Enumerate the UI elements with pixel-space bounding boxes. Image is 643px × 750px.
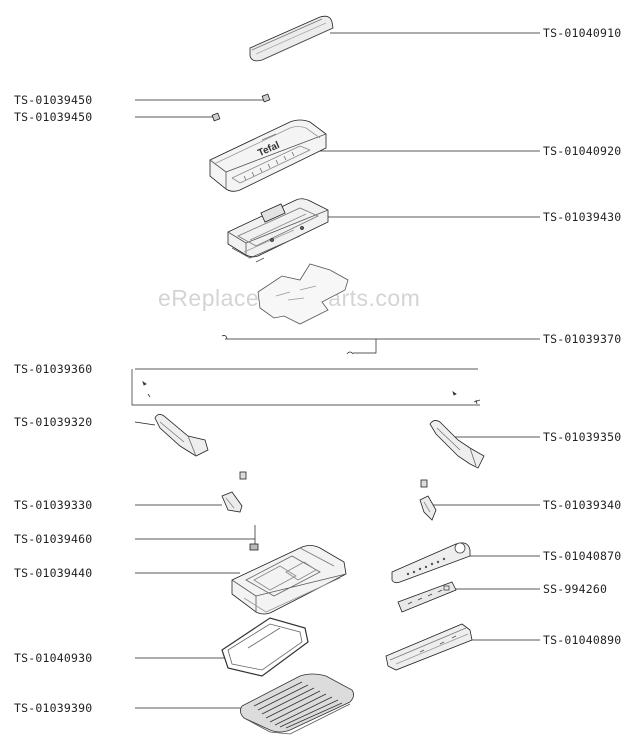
part-right-latch-plate bbox=[419, 495, 437, 521]
label-ts-01039360: TS-01039360 bbox=[14, 362, 93, 376]
label-ts-01040870: TS-01040870 bbox=[543, 549, 622, 563]
part-sensor bbox=[249, 525, 259, 551]
leader-lines bbox=[131, 32, 540, 709]
part-grill-plate bbox=[240, 673, 354, 735]
part-right-hinge-arm bbox=[429, 420, 485, 469]
label-ts-01040920: TS-01040920 bbox=[543, 144, 622, 158]
part-insulation-sheet bbox=[257, 263, 349, 325]
part-handle-bar bbox=[249, 15, 334, 62]
part-gasket-frame bbox=[221, 617, 309, 677]
part-fasteners bbox=[142, 381, 481, 405]
label-ts-01040910: TS-01040910 bbox=[543, 26, 622, 40]
part-top-lid: Tefal bbox=[209, 119, 327, 192]
leader-ts-01039370-branch bbox=[353, 339, 377, 354]
label-ts-01039440: TS-01039440 bbox=[14, 566, 93, 580]
part-left-latch-plate bbox=[221, 491, 243, 513]
part-inner-assembly bbox=[227, 198, 329, 263]
leader-ts-01039360-bracket bbox=[131, 369, 480, 406]
label-ts-01039340: TS-01039340 bbox=[543, 498, 622, 512]
label-ss-994260: SS-994260 bbox=[543, 582, 608, 596]
label-ts-01039450-a: TS-01039450 bbox=[14, 93, 93, 107]
part-wire-clips bbox=[221, 335, 354, 355]
grill-ridges bbox=[253, 681, 343, 729]
lid-vents bbox=[243, 151, 295, 181]
part-lower-housing bbox=[231, 545, 347, 615]
label-ts-01040890: TS-01040890 bbox=[543, 633, 622, 647]
label-ts-01039320: TS-01039320 bbox=[14, 415, 93, 429]
label-ts-01039460: TS-01039460 bbox=[14, 532, 93, 546]
label-ts-01039330: TS-01039330 bbox=[14, 498, 93, 512]
part-small-screws bbox=[211, 93, 271, 122]
label-ts-01039390: TS-01039390 bbox=[14, 701, 93, 715]
part-left-hinge-arm bbox=[154, 414, 209, 457]
part-control-panel bbox=[391, 542, 471, 584]
label-ts-01039370: TS-01039370 bbox=[543, 332, 622, 346]
label-ts-01040930: TS-01040930 bbox=[14, 651, 93, 665]
part-pcb bbox=[397, 581, 457, 613]
leader-ts-01039320 bbox=[134, 421, 156, 426]
part-control-housing bbox=[385, 623, 473, 671]
part-small-clips bbox=[239, 471, 428, 488]
label-ts-01039430: TS-01039430 bbox=[543, 210, 622, 224]
label-ts-01039450-b: TS-01039450 bbox=[14, 110, 93, 124]
control-buttons bbox=[406, 557, 446, 576]
label-ts-01039350: TS-01039350 bbox=[543, 430, 622, 444]
